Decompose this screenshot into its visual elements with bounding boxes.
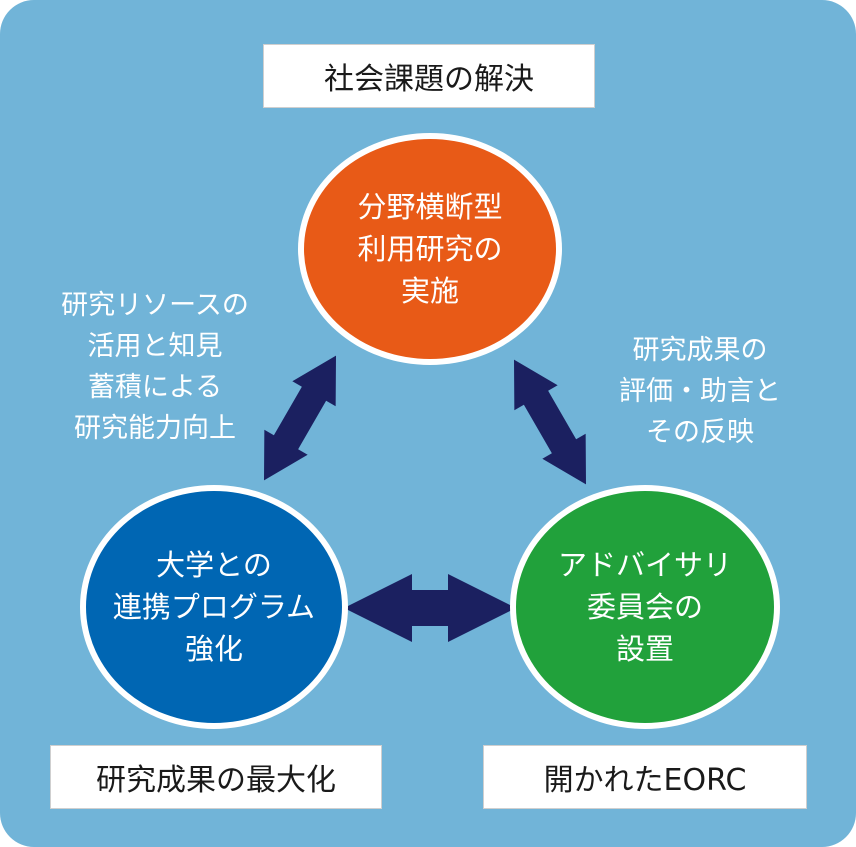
double-arrow-left	[264, 355, 336, 481]
left-side-text: 研究リソースの 活用と知見 蓄積による 研究能力向上	[40, 285, 270, 449]
double-arrow-bottom	[344, 574, 516, 642]
circle-right: アドバイサリ 委員会の 設置	[510, 485, 780, 729]
circle-left-line-1: 大学との	[156, 548, 272, 582]
right-side-line-3: その反映	[646, 417, 754, 448]
circle-left: 大学との 連携プログラム 強化	[80, 485, 348, 729]
top-label: 社会課題の解決	[263, 44, 595, 108]
circle-top-line-3: 実施	[400, 274, 459, 308]
circle-right-line-2: 委員会の	[586, 590, 703, 624]
double-arrow-right	[514, 359, 586, 485]
right-side-text: 研究成果の 評価・助言と その反映	[595, 330, 805, 453]
circle-left-line-3: 強化	[184, 632, 243, 666]
right-side-line-2: 評価・助言と	[619, 376, 781, 407]
bottom-left-label: 研究成果の最大化	[50, 745, 382, 809]
circle-right-line-3: 設置	[615, 632, 674, 666]
circle-left-line-2: 連携プログラム	[112, 590, 316, 624]
left-side-line-4: 研究能力向上	[74, 413, 236, 444]
top-label-text: 社会課題の解決	[324, 62, 534, 97]
left-side-line-2: 活用と知見	[87, 331, 223, 362]
bottom-left-label-text: 研究成果の最大化	[96, 763, 336, 798]
circle-right-line-1: アドバイサリ	[557, 548, 732, 582]
left-side-line-3: 蓄積による	[87, 372, 223, 403]
right-side-line-1: 研究成果の	[632, 335, 768, 366]
left-side-line-1: 研究リソースの	[61, 290, 249, 321]
bottom-right-label: 開かれたEORC	[483, 745, 807, 809]
circle-top: 分野横断型 利用研究の 実施	[298, 133, 562, 365]
circle-top-line-2: 利用研究の	[357, 232, 503, 266]
circle-top-line-1: 分野横断型	[357, 190, 503, 224]
bottom-right-label-text: 開かれたEORC	[543, 763, 747, 798]
